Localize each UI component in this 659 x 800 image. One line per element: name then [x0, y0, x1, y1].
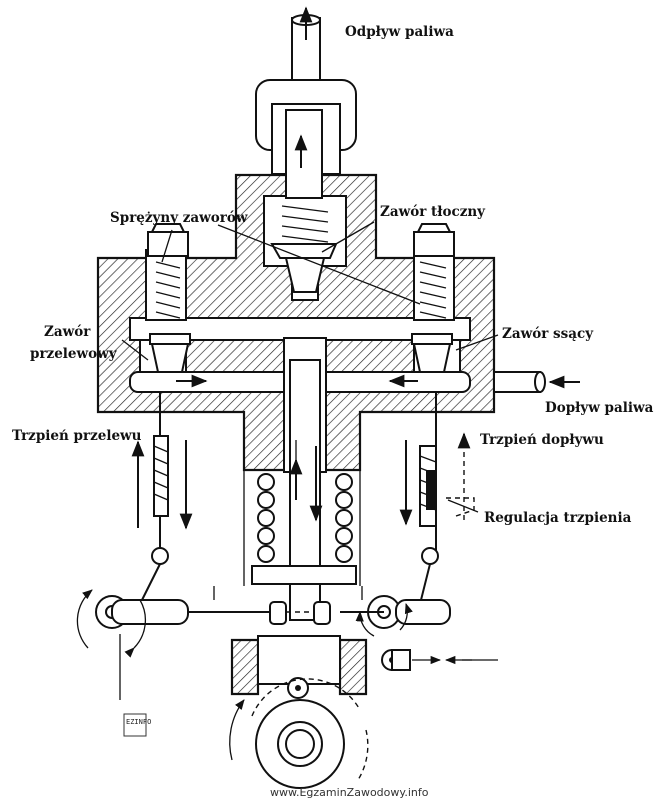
label-fuel-outflow: Odpływ paliwa — [345, 24, 454, 40]
rocker-levers — [76, 586, 451, 700]
ez-logo: EZINFO — [123, 713, 151, 737]
adjust-link — [381, 649, 498, 671]
delivery-valve — [270, 134, 338, 293]
suction-valve — [388, 223, 455, 388]
label-overflow-pin: Trzpień przelewu — [12, 428, 142, 444]
label-overflow-valve-1: Zawór — [44, 324, 91, 340]
label-fuel-inflow: Dopływ paliwa — [545, 400, 654, 416]
return-spring — [243, 470, 361, 586]
label-inflow-pin: Trzpień dopływu — [480, 432, 604, 448]
watermark: www.EgzaminZawodowy.info — [270, 786, 429, 799]
crosshead — [269, 601, 331, 625]
logo-text: EZINFO — [126, 718, 151, 726]
label-suction-valve: Zawór ssący — [502, 326, 594, 342]
inlet-pipe — [493, 371, 580, 393]
overflow-pin-assembly — [131, 392, 193, 605]
inflow-pin-assembly — [399, 392, 475, 605]
label-delivery-valve: Zawór tłoczny — [380, 204, 486, 220]
tappet — [230, 635, 368, 699]
label-overflow-valve-2: przelewowy — [30, 346, 118, 362]
cam — [229, 678, 369, 789]
leader-lines — [121, 221, 499, 513]
label-valve-springs: Sprężyny zaworów — [110, 210, 248, 226]
label-pin-adjustment: Regulacja trzpienia — [484, 510, 632, 526]
